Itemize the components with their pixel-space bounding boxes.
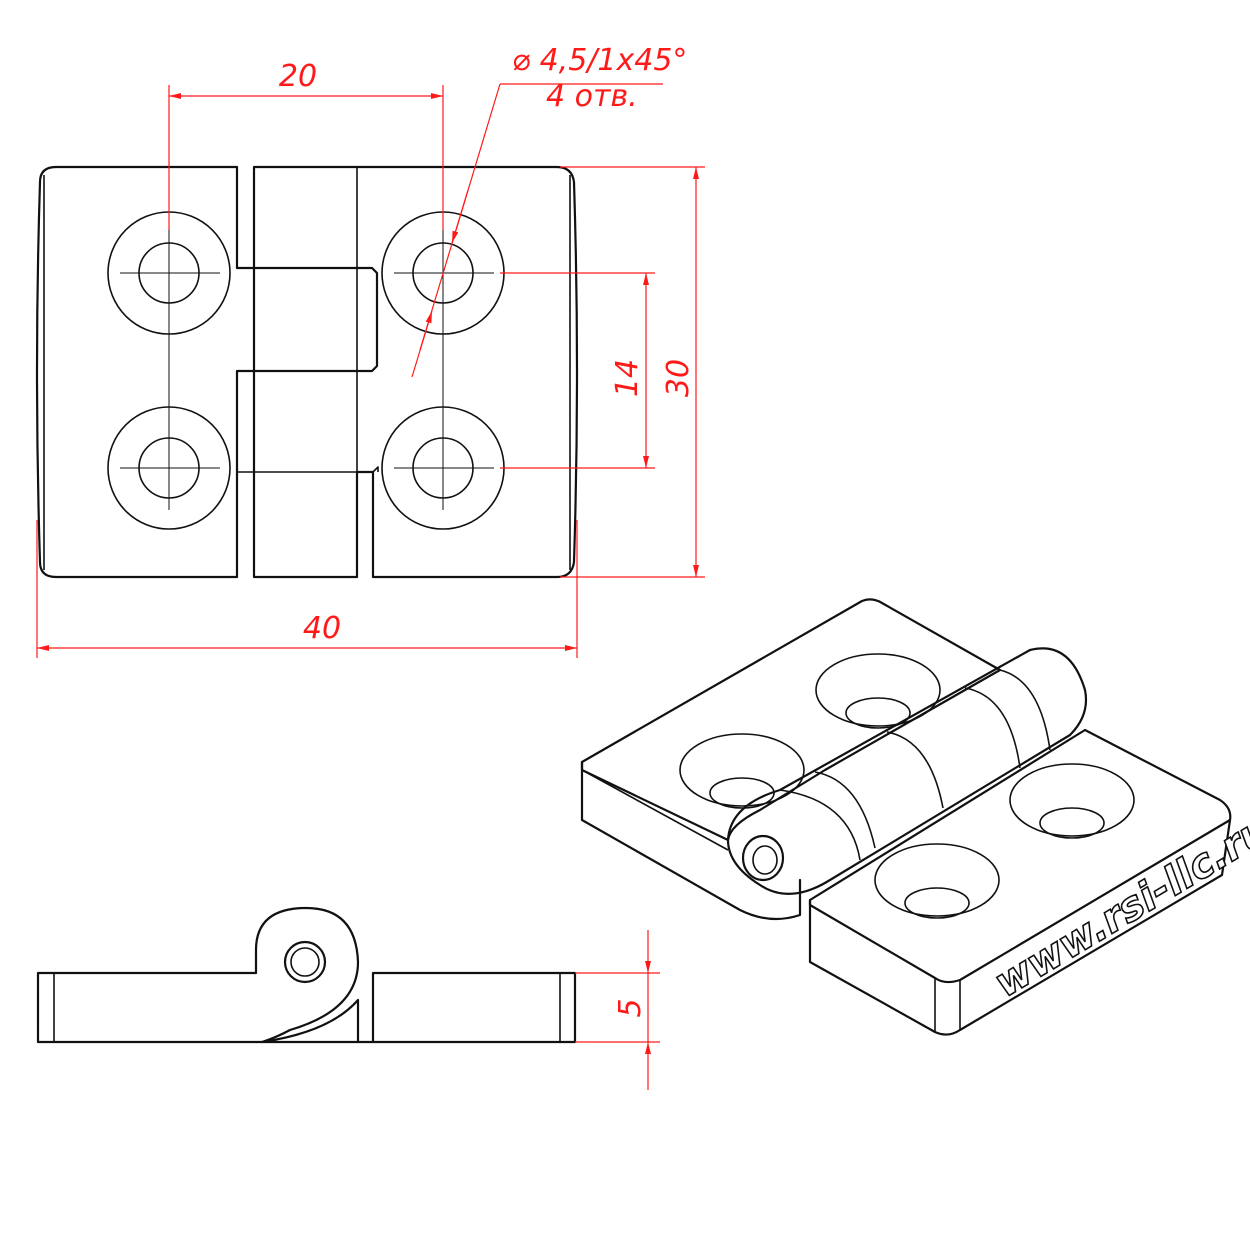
top-view: [35, 165, 579, 579]
iso-pin-hole: [741, 834, 785, 882]
dimensions-side-view: 5: [575, 930, 660, 1090]
side-leaf-right: [260, 971, 577, 1044]
side-view: [36, 906, 577, 1044]
center-lines: [120, 230, 494, 510]
dim-label-hole-count: 4 отв.: [546, 79, 638, 114]
dim-label-width-top: 20: [279, 59, 317, 94]
dimensions-top-view: 20 ⌀ 4,5/1x45° 4 отв. 14 30 40: [36, 43, 705, 658]
dim-label-height: 30: [661, 359, 696, 397]
dim-label-thickness: 5: [613, 998, 648, 1017]
pin-hole: [283, 940, 327, 984]
isometric-view: www.rsi-llc.ru: [580, 598, 1250, 1036]
iso-stamp-text: www.rsi-llc.ru: [986, 807, 1250, 1007]
iso-knuckle: [726, 647, 1088, 895]
dim-label-vertical-holes: 14: [610, 359, 645, 397]
knuckle-line: [237, 466, 379, 473]
iso-right-leaf: [808, 728, 1232, 984]
left-leaf-outline: [35, 165, 379, 579]
dim-label-width-total: 40: [303, 611, 341, 646]
dim-label-hole-spec: ⌀ 4,5/1x45°: [512, 43, 687, 78]
side-leaf-left: [36, 906, 360, 1044]
